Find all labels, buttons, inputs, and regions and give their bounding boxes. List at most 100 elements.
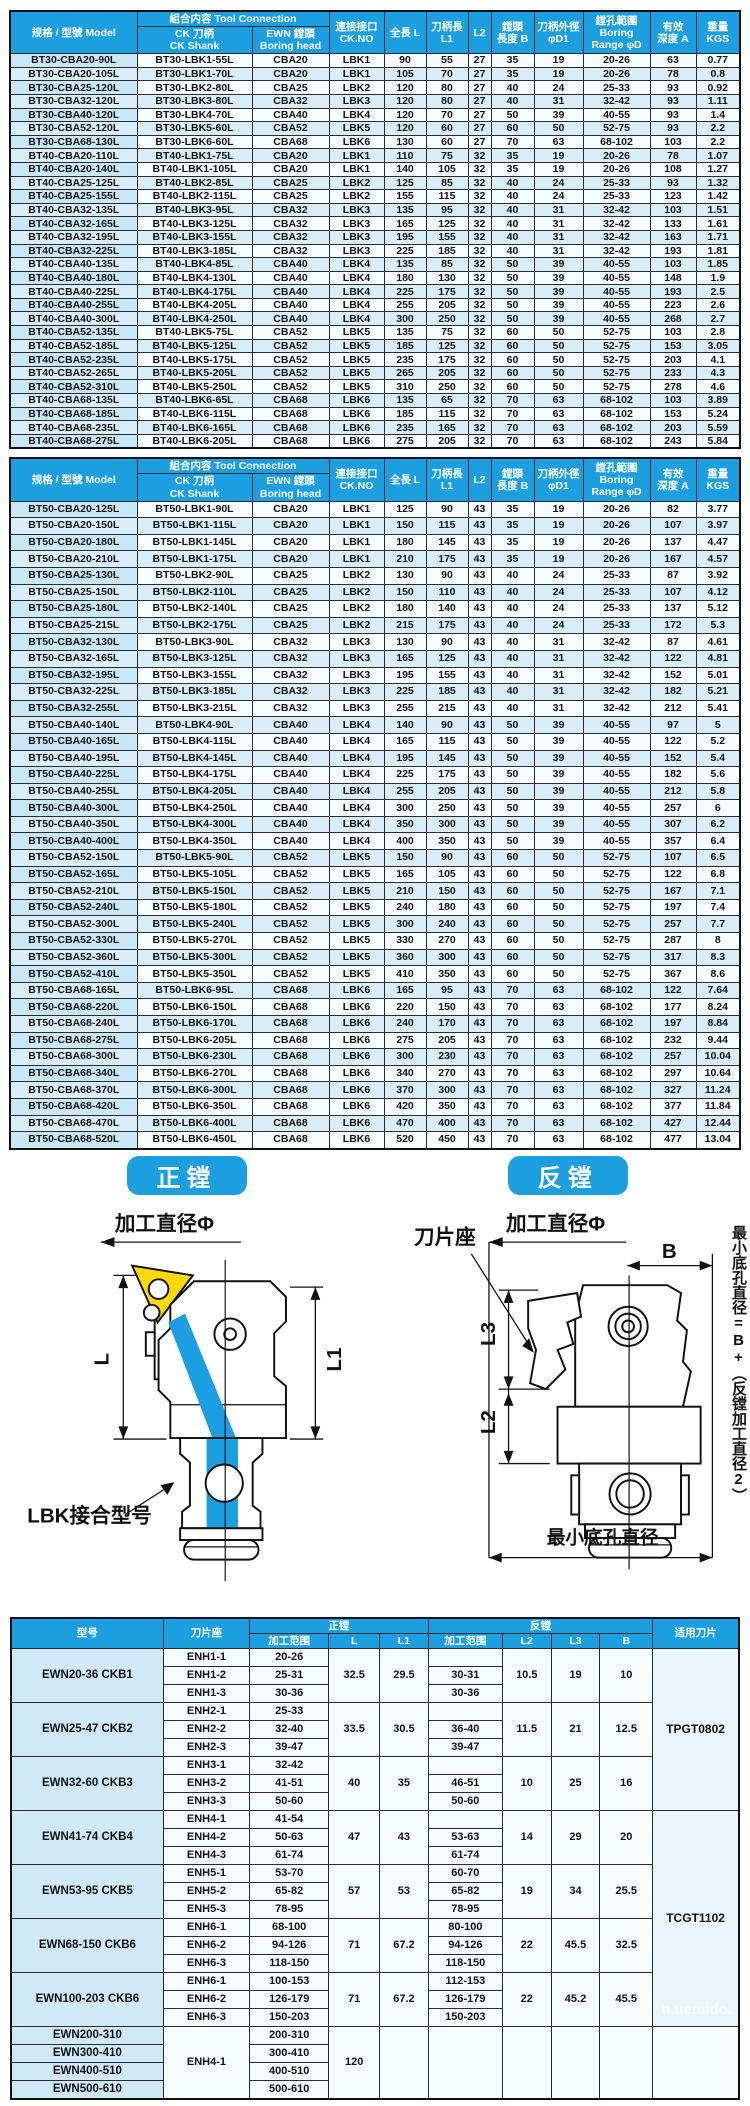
cell: 130 bbox=[383, 566, 427, 585]
cell: 5.4 bbox=[695, 749, 741, 768]
cell: BT40-CBA40-300L bbox=[9, 311, 138, 327]
cell: 108 bbox=[649, 161, 697, 177]
cell: BT50-LBK5-240L bbox=[136, 915, 253, 934]
cell: CBA20 bbox=[251, 550, 330, 568]
cell: 43 bbox=[467, 683, 492, 701]
cell: 300 bbox=[383, 799, 427, 817]
cell: BT40-LBK2-115L bbox=[136, 189, 253, 204]
cell: 5 bbox=[695, 716, 741, 734]
forward-range-cell: 78-95 bbox=[249, 1899, 330, 1919]
cell: 50 bbox=[533, 865, 584, 884]
cell: 78 bbox=[649, 66, 697, 82]
cell: 50 bbox=[490, 716, 535, 734]
cell: BT50-LBK6-205L bbox=[136, 1031, 253, 1050]
col-connection: 組合内容 Tool Connection bbox=[136, 10, 330, 28]
cell: 39 bbox=[533, 782, 584, 801]
cell: 63 bbox=[533, 981, 584, 1000]
cell: 13.04 bbox=[695, 1131, 741, 1150]
cell: 32 bbox=[467, 420, 492, 435]
cell: 2.8 bbox=[695, 325, 741, 340]
cell: BT40-LBK3-185L bbox=[136, 243, 253, 259]
cell: 205 bbox=[425, 365, 469, 381]
cell: 50 bbox=[533, 898, 584, 917]
cell: 212 bbox=[649, 699, 697, 718]
cell: 6 bbox=[695, 799, 741, 817]
boring-head-shape bbox=[157, 1280, 287, 1439]
cell: CBA52 bbox=[251, 965, 330, 983]
backward-range-cell bbox=[427, 2025, 503, 2100]
cell: BT30-LBK1-70L bbox=[136, 66, 253, 82]
backward-range-cell: 78-95 bbox=[427, 1899, 503, 1919]
cell: 50 bbox=[490, 799, 535, 817]
cell: 39 bbox=[533, 799, 584, 817]
model-cell: EWN300-410 bbox=[10, 2043, 164, 2063]
cell: 50 bbox=[533, 849, 584, 867]
cell: 25-33 bbox=[582, 189, 651, 204]
cell: 215 bbox=[425, 699, 469, 718]
cell: 175 bbox=[425, 550, 469, 568]
cell: BT30-LBK2-80L bbox=[136, 80, 253, 95]
seat-cell: ENH4-2 bbox=[162, 1827, 251, 1847]
cell: 1.71 bbox=[695, 229, 741, 245]
cell: 270 bbox=[425, 932, 469, 950]
cell: 250 bbox=[425, 799, 469, 817]
cell: 210 bbox=[383, 882, 427, 900]
cell: LBK2 bbox=[328, 600, 385, 618]
cell: 297 bbox=[649, 1064, 697, 1083]
cell: 250 bbox=[425, 311, 469, 327]
cell: 130 bbox=[383, 134, 427, 150]
cell: 31 bbox=[533, 202, 584, 218]
cell: 2.7 bbox=[695, 311, 741, 327]
model-cell: EWN200-310 bbox=[10, 2025, 164, 2045]
dim-L-cell: 71 bbox=[328, 1917, 381, 1973]
cell: 122 bbox=[649, 865, 697, 884]
cell: 75 bbox=[425, 148, 469, 163]
cell: LBK3 bbox=[328, 202, 385, 218]
cell: 180 bbox=[383, 600, 427, 618]
cell: LBK4 bbox=[328, 311, 385, 327]
cell: 5.84 bbox=[695, 433, 741, 449]
cell: BT50-LBK6-170L bbox=[136, 1015, 253, 1033]
cell: 40 bbox=[490, 649, 535, 668]
cell: 52-75 bbox=[582, 932, 651, 950]
cell: 32 bbox=[467, 189, 492, 204]
cell: BT50-LBK3-90L bbox=[136, 633, 253, 651]
cell: 35 bbox=[490, 550, 535, 568]
cell: 300 bbox=[425, 1081, 469, 1099]
cell: 165 bbox=[383, 649, 427, 668]
cell: 195 bbox=[383, 749, 427, 768]
cell: 40-55 bbox=[582, 107, 651, 123]
cell: BT50-CBA52-165L bbox=[9, 865, 138, 884]
cell: BT50-LBK2-140L bbox=[136, 600, 253, 618]
dim-B-cell: 25.5 bbox=[599, 1863, 654, 1919]
cell: 43 bbox=[467, 550, 492, 568]
cell: 35 bbox=[490, 53, 535, 68]
cell: 70 bbox=[490, 1131, 535, 1150]
cell: 175 bbox=[425, 616, 469, 635]
cell: 140 bbox=[383, 716, 427, 734]
cell: LBK1 bbox=[328, 533, 385, 552]
cell: 40 bbox=[490, 616, 535, 635]
dim-L2-cell: 11.5 bbox=[501, 1701, 552, 1757]
cell: 60 bbox=[490, 948, 535, 967]
cell: 32 bbox=[467, 216, 492, 231]
cell: 70 bbox=[425, 107, 469, 123]
insert-cell: TPGT0802 bbox=[652, 1647, 740, 1811]
cell: 3.92 bbox=[695, 566, 741, 585]
cell: 43 bbox=[467, 882, 492, 900]
cell: BT30-LBK3-80L bbox=[136, 93, 253, 109]
cell: 70 bbox=[425, 66, 469, 82]
cell: CBA32 bbox=[251, 649, 330, 668]
cell: 80 bbox=[425, 93, 469, 109]
cell: 19 bbox=[533, 533, 584, 552]
cell: 220 bbox=[383, 998, 427, 1016]
dim-L-cell: 47 bbox=[328, 1809, 381, 1865]
cell: 477 bbox=[649, 1131, 697, 1150]
